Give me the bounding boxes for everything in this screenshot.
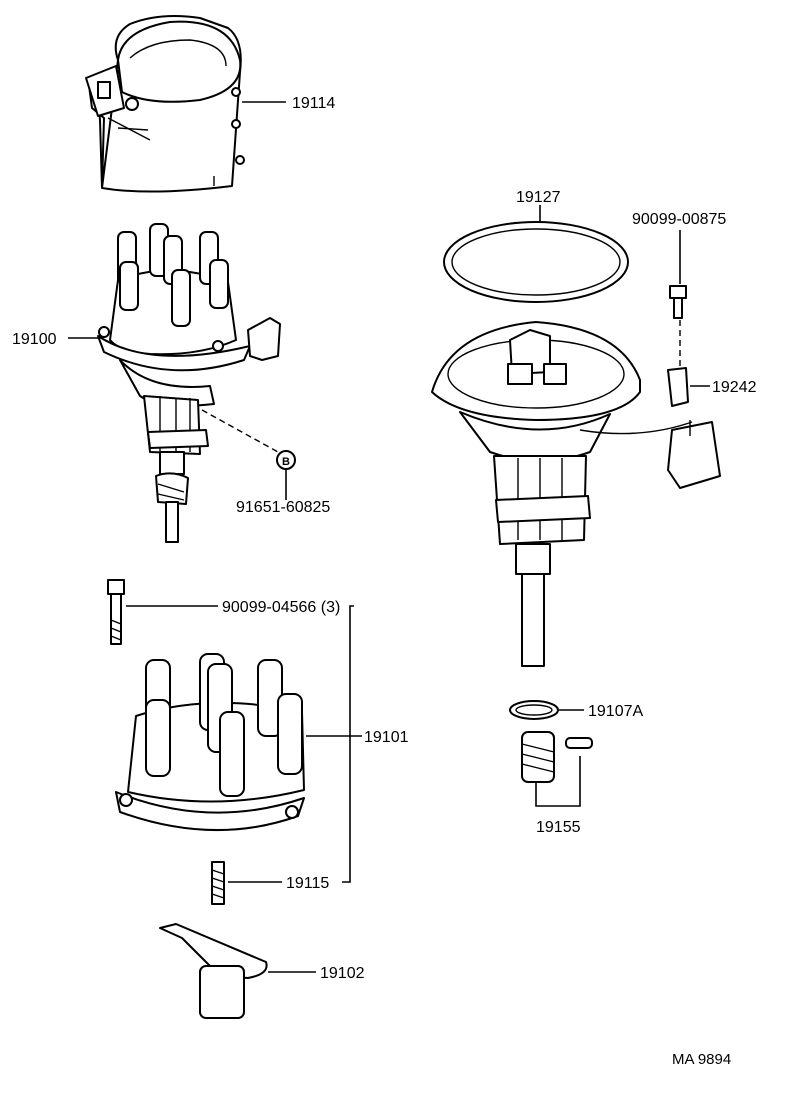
label-19127: 19127 [516,189,561,206]
cap-screw-part [107,579,125,645]
distributor-assembly-part [97,223,281,543]
screw-small-part [669,285,687,319]
label-91651-60825: 91651-60825 [236,499,330,516]
label-90099-00875: 90099-00875 [632,211,726,228]
driven-gear-part [521,731,593,783]
label-19102: 19102 [320,965,365,982]
distributor-housing-part [431,321,721,667]
label-19115: 19115 [286,875,329,892]
distributor-cap-part [115,653,305,831]
diagram-reference-code: MA 9894 [672,1051,731,1068]
label-90099-04566: 90099-04566 (3) [222,599,340,616]
label-19155: 19155 [536,819,581,836]
label-19114: 19114 [292,95,335,112]
spring-part [211,861,225,905]
signal-generator-part [667,367,689,407]
circle-b-letter: B [282,456,290,468]
cover-part [85,15,245,193]
rotor-part [159,923,268,1019]
o-ring-small-part [509,700,559,720]
label-19107a: 19107A [588,703,643,720]
o-ring-large-part [443,221,629,303]
label-19100: 19100 [12,331,57,348]
label-19101: 19101 [364,729,409,746]
label-19242: 19242 [712,379,757,396]
